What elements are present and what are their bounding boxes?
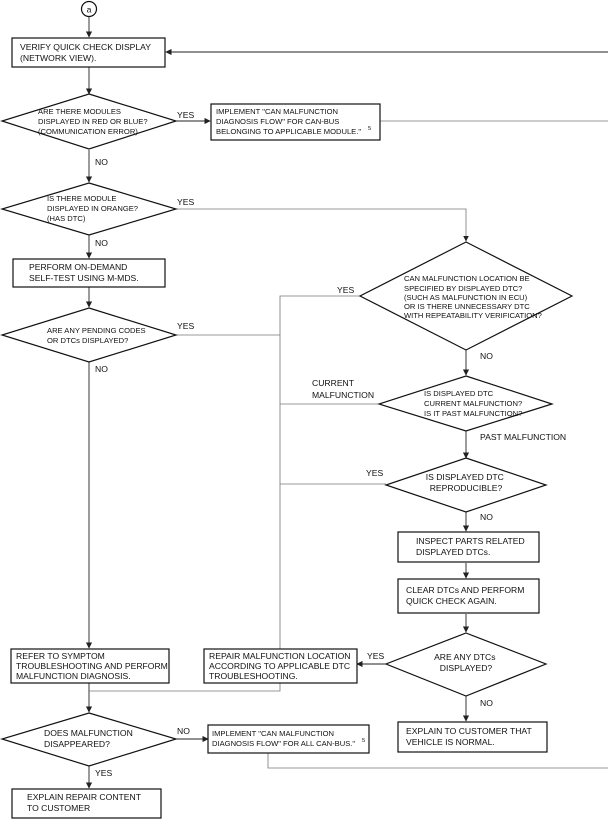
label-pending-no: NO [95,364,108,374]
node-q-any-dtc-text: ARE ANY DTCs DISPLAYED? [434,652,498,673]
node-impl-can-bus: IMPLEMENT "CAN MALFUNCTION DIAGNOSIS FLO… [210,103,381,141]
node-q-location: CAN MALFUNCTION LOCATION BE SPECIFIED BY… [358,241,574,351]
node-repair-text: REPAIR MALFUNCTION LOCATION ACCORDING TO… [209,651,353,681]
node-ondemand-text: PERFORM ON-DEMAND SELF-TEST USING M-MDS. [29,262,139,283]
node-impl-can-bus-text: IMPLEMENT "CAN MALFUNCTION DIAGNOSIS FLO… [216,107,361,136]
node-q-location-text: CAN MALFUNCTION LOCATION BE SPECIFIED BY… [404,274,542,320]
label-anydtc-yes: YES [367,651,384,661]
node-explain-normal: EXPLAIN TO CUSTOMER THAT VEHICLE IS NORM… [397,721,548,753]
edge-labels: YES NO YES NO YES NO YES NO CURRENT MALF… [95,110,566,778]
node-clear-text: CLEAR DTCs AND PERFORM QUICK CHECK AGAIN… [406,585,527,606]
node-inspect-text: INSPECT PARTS RELATED DISPLAYED DTCs. [416,536,527,557]
label-disappeared-yes: YES [95,768,112,778]
label-redblue-no: NO [95,157,108,167]
edge-implall-out [267,753,608,769]
label-past-malfunction: PAST MALFUNCTION [480,432,566,442]
edge-orange-yes [176,208,469,242]
node-impl-can-bus-note: 5 [368,126,371,132]
node-q-disappeared-text: DOES MALFUNCTION DISAPPEARED? [44,728,135,749]
node-symptom: REFER TO SYMPTOM TROUBLESHOOTING AND PER… [10,648,170,684]
node-q-reproducible: IS DISPLAYED DTC REPRODUCIBLE? [384,457,548,513]
node-symptom-text: REFER TO SYMPTOM TROUBLESHOOTING AND PER… [16,651,170,681]
node-clear: CLEAR DTCs AND PERFORM QUICK CHECK AGAIN… [397,578,540,614]
label-disappeared-no: NO [177,726,190,736]
node-q-orange-text: IS THERE MODULE DISPLAYED IN ORANGE? (HA… [47,194,140,223]
node-q-current-text: IS DISPLAYED DTC CURRENT MALFUNCTION? IS… [424,389,524,418]
node-q-current: IS DISPLAYED DTC CURRENT MALFUNCTION? IS… [377,375,554,432]
edge-location-yes [277,295,360,681]
node-q-disappeared: DOES MALFUNCTION DISAPPEARED? [0,712,179,767]
node-q-reproducible-text: IS DISPLAYED DTC REPRODUCIBLE? [426,472,507,493]
node-q-red-blue: ARE THERE MODULES DISPLAYED IN RED OR BL… [0,93,178,150]
node-verify: VERIFY QUICK CHECK DISPLAY (NETWORK VIEW… [11,37,166,68]
node-q-red-blue-text: ARE THERE MODULES DISPLAYED IN RED OR BL… [38,107,150,136]
label-current-malfunction: CURRENT MALFUNCTION [312,378,374,400]
label-reproducible-no: NO [480,512,493,522]
label-location-no: NO [480,351,493,361]
start-connector-label: a [87,5,92,15]
label-orange-yes: YES [177,197,194,207]
node-impl-all-bus-note: 5 [362,738,365,744]
node-repair: REPAIR MALFUNCTION LOCATION ACCORDING TO… [203,648,358,684]
label-pending-yes: YES [177,321,194,331]
node-impl-all-bus: IMPLEMENT "CAN MALFUNCTION DIAGNOSIS FLO… [207,724,370,754]
label-orange-no: NO [95,238,108,248]
node-q-pending: ARE ANY PENDING CODES OR DTCs DISPLAYED? [0,307,179,363]
node-impl-all-bus-text: IMPLEMENT "CAN MALFUNCTION DIAGNOSIS FLO… [212,729,355,748]
label-redblue-yes: YES [177,110,194,120]
node-ondemand: PERFORM ON-DEMAND SELF-TEST USING M-MDS. [12,258,166,288]
label-reproducible-yes: YES [366,468,383,478]
node-verify-text: VERIFY QUICK CHECK DISPLAY (NETWORK VIEW… [20,42,153,63]
node-explain-repair: EXPLAIN REPAIR CONTENT TO CUSTOMER [11,788,162,819]
node-inspect: INSPECT PARTS RELATED DISPLAYED DTCs. [397,531,540,563]
label-location-yes: YES [337,285,354,295]
edge-repair-merge [89,683,281,692]
node-q-orange: IS THERE MODULE DISPLAYED IN ORANGE? (HA… [0,182,179,236]
start-connector: a [80,0,98,18]
node-q-any-dtc: ARE ANY DTCs DISPLAYED? [384,632,548,697]
edges [85,17,608,789]
node-explain-normal-text: EXPLAIN TO CUSTOMER THAT VEHICLE IS NORM… [406,726,534,747]
node-explain-repair-text: EXPLAIN REPAIR CONTENT TO CUSTOMER [27,792,143,813]
label-anydtc-no: NO [480,698,493,708]
node-q-pending-text: ARE ANY PENDING CODES OR DTCs DISPLAYED? [47,326,148,345]
